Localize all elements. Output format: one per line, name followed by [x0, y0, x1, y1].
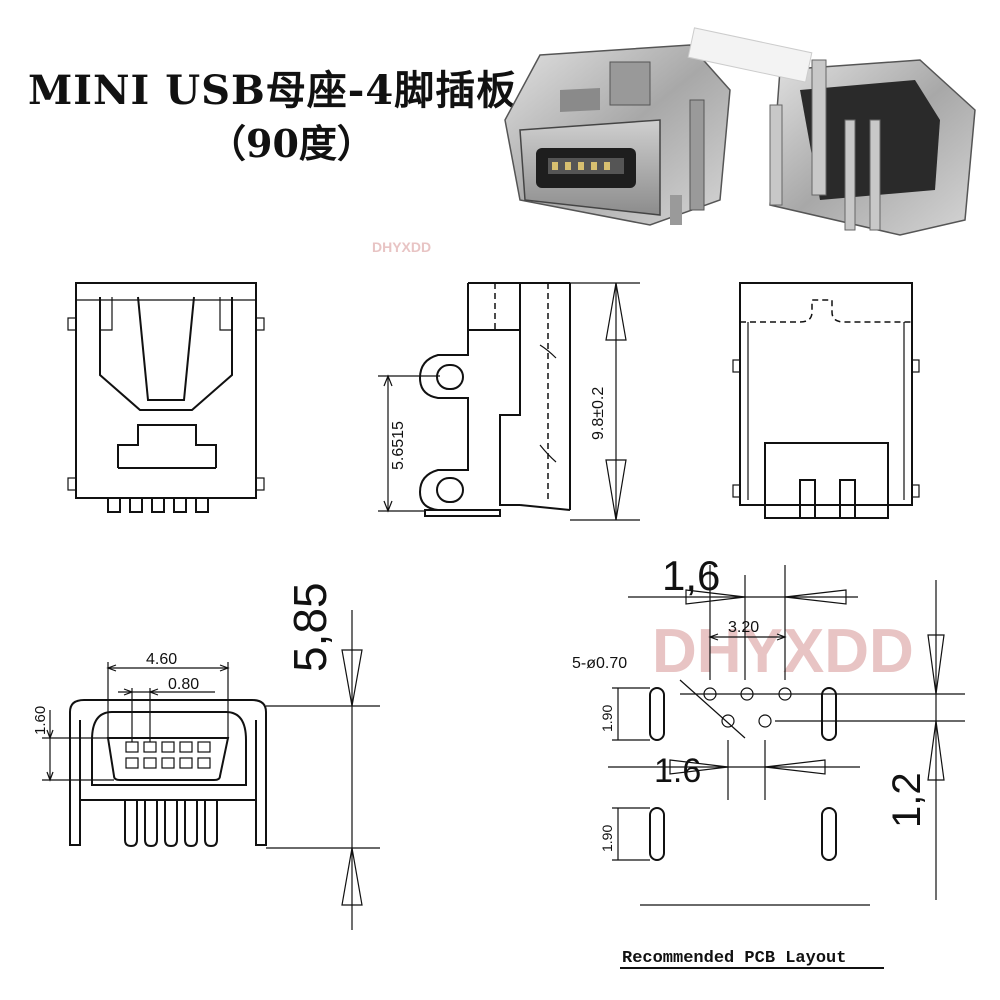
dim-front-height: 5,85	[284, 582, 336, 672]
dim-pin-pitch: 0.80	[168, 676, 199, 693]
dim-pcb-pin-span: 3.20	[728, 619, 759, 636]
product-photo-rear	[687, 27, 976, 236]
dim-pcb-slot-height-bottom: 1.90	[599, 825, 615, 852]
dim-pcb-slot-spacing-2: 1.6	[654, 752, 701, 790]
dim-opening-height: 1.60	[32, 706, 49, 735]
dim-pcb-slot-spacing: 1,6	[662, 552, 720, 599]
page-title: MINI USB母座-4脚插板	[28, 67, 518, 114]
rear-view	[732, 282, 920, 519]
dim-front-width: 4.60	[146, 651, 177, 668]
page-subtitle: （90度）	[208, 121, 375, 166]
dim-pcb-hole-callout: 5-ø0.70	[572, 655, 627, 672]
front-detail-view	[42, 610, 380, 930]
pcb-layout	[608, 565, 965, 906]
dim-side-height-small: 5.6515	[390, 421, 407, 470]
dim-side-height-large: 9.8±0.2	[590, 387, 607, 440]
pcb-layout-caption: Recommended PCB Layout	[622, 949, 846, 968]
front-view	[67, 282, 265, 513]
watermark-small: DHYXDD	[372, 239, 431, 255]
watermark-large: DHYXDD	[652, 617, 914, 686]
dim-pcb-slot-height-top: 1.90	[599, 705, 615, 732]
side-view	[378, 282, 640, 521]
product-photo-front	[504, 44, 731, 226]
dim-pcb-vertical-offset: 1,2	[885, 772, 929, 828]
